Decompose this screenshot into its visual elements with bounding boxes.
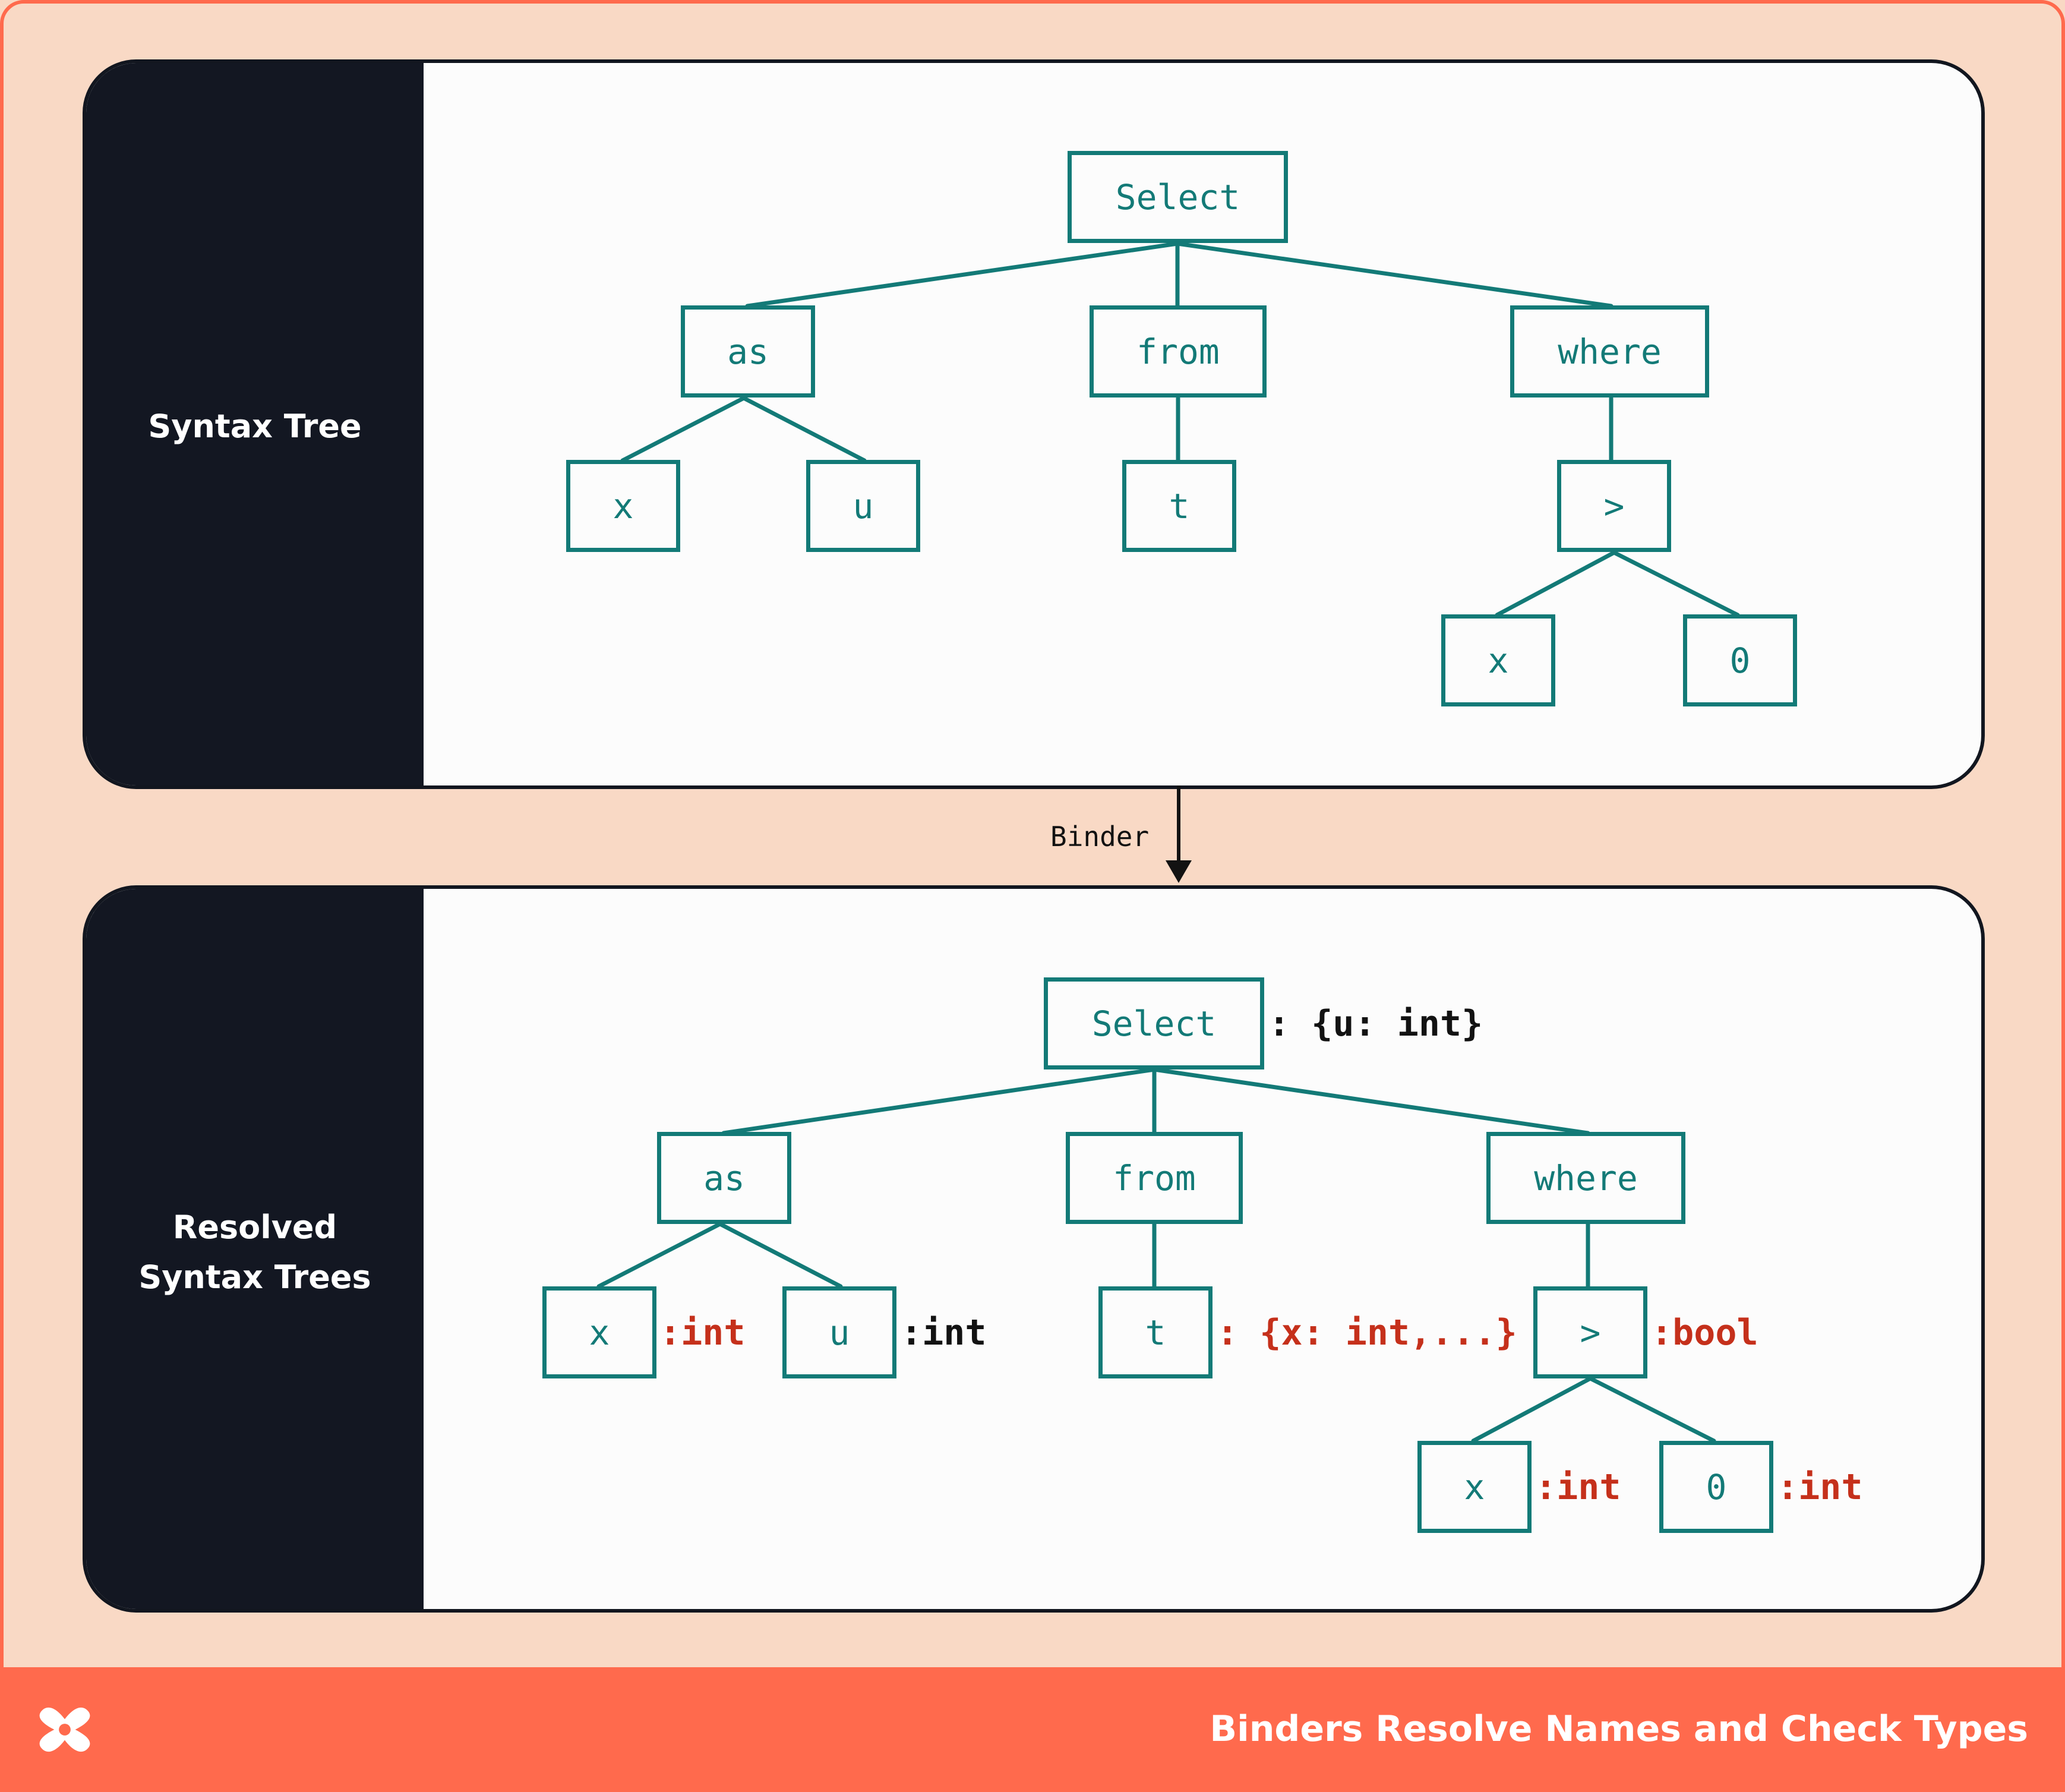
node-zero: 0: [1659, 1441, 1773, 1533]
annotation-x2-type: :int: [1535, 1466, 1621, 1508]
footer-bar: [0, 1667, 2065, 1792]
logo-icon: [39, 1707, 90, 1752]
node-x: x: [1441, 614, 1555, 706]
annotation-zero-type: :int: [1777, 1466, 1863, 1508]
annotation-select-type: : {u: int}: [1268, 1003, 1483, 1045]
panel-sidebar: Syntax Tree: [86, 63, 424, 785]
node-where: where: [1486, 1132, 1685, 1224]
node-u: u: [782, 1286, 896, 1378]
binder-arrow-head: [1166, 860, 1192, 883]
annotation-u-type: :int: [901, 1312, 987, 1354]
node-x: x: [566, 460, 680, 552]
footer-title: Binders Resolve Names and Check Types: [1210, 1708, 2028, 1750]
panel-label-line1: Resolved: [172, 1209, 337, 1246]
edge: [1471, 1376, 1593, 1443]
node-as: as: [657, 1132, 791, 1224]
edge: [1175, 241, 1614, 308]
node-select: Select: [1068, 151, 1288, 243]
node-from: from: [1066, 1132, 1243, 1224]
edge: [721, 1067, 1157, 1135]
edge: [745, 241, 1180, 308]
edge: [718, 1222, 843, 1289]
edge: [1612, 550, 1740, 617]
panel-label-line2: Syntax Trees: [138, 1258, 371, 1296]
node-t: t: [1098, 1286, 1213, 1378]
panel-sidebar: Resolved Syntax Trees: [86, 889, 424, 1609]
edge: [1152, 1067, 1590, 1135]
edge: [1495, 550, 1616, 617]
edge: [741, 396, 867, 463]
node-where: where: [1510, 305, 1709, 397]
node-x: x: [1417, 1441, 1532, 1533]
binder-label: Binder: [1050, 821, 1150, 853]
edge: [620, 396, 746, 463]
node-from: from: [1090, 305, 1267, 397]
edge: [1588, 1376, 1716, 1443]
node-zero: 0: [1683, 614, 1797, 706]
node-as: as: [681, 305, 815, 397]
node-t: t: [1122, 460, 1236, 552]
annotation-t-type: : {x: int,...}: [1217, 1312, 1517, 1354]
annotation-gt-type: :bool: [1651, 1312, 1758, 1354]
syntax-tree-panel: Syntax Tree: [83, 59, 1985, 789]
annotation-x-type: :int: [659, 1312, 746, 1354]
panel-label: Syntax Tree: [148, 408, 362, 445]
node-u: u: [806, 460, 920, 552]
node-x: x: [542, 1286, 656, 1378]
node-greater-than: >: [1557, 460, 1671, 552]
edge: [596, 1222, 722, 1289]
node-select: Select: [1044, 977, 1264, 1069]
node-greater-than: >: [1533, 1286, 1647, 1378]
